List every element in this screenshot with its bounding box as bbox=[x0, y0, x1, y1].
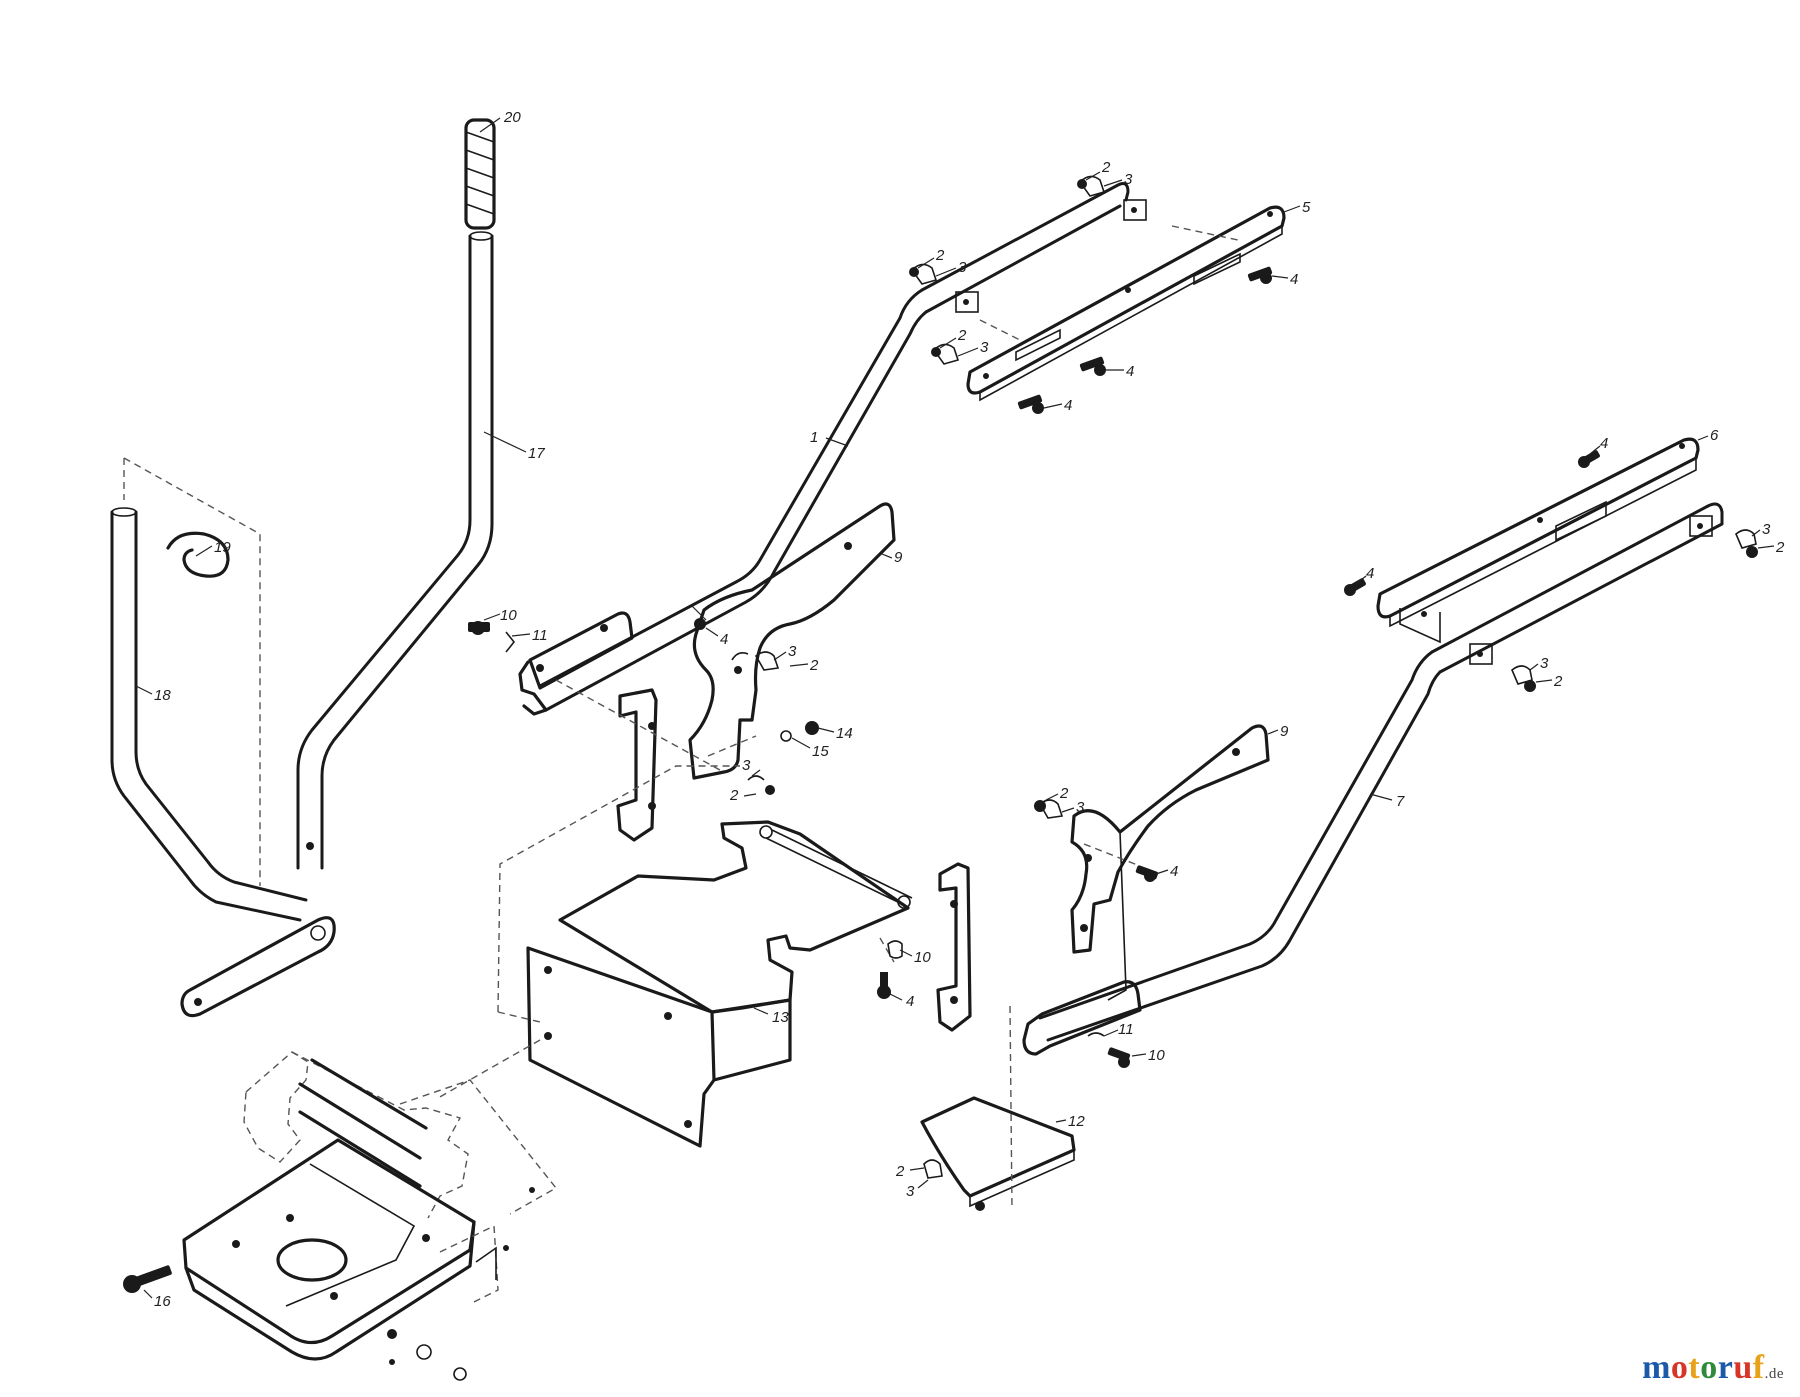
callout-2-f: 2 bbox=[1775, 539, 1785, 556]
part-1-frame-rail bbox=[518, 182, 1130, 716]
callout-17: 17 bbox=[528, 445, 545, 462]
part-20-grip bbox=[464, 118, 496, 230]
callout-3-a: 3 bbox=[1124, 171, 1133, 188]
callout-2-b: 2 bbox=[935, 247, 945, 264]
callout-18: 18 bbox=[154, 687, 171, 704]
callout-6: 6 bbox=[1710, 427, 1719, 444]
part-17-lever-rod bbox=[296, 231, 494, 870]
callout-10-c: 10 bbox=[1148, 1047, 1165, 1064]
callout-9-a: 9 bbox=[894, 549, 903, 566]
callout-4-d: 4 bbox=[720, 631, 728, 648]
callout-2-i: 2 bbox=[895, 1163, 905, 1180]
callout-13: 13 bbox=[772, 1009, 789, 1026]
fasteners bbox=[123, 175, 1758, 1381]
callout-4-b: 4 bbox=[1126, 363, 1134, 380]
callout-11-a: 11 bbox=[532, 627, 548, 644]
part-9-side-plate-right bbox=[936, 724, 1270, 1032]
callout-7: 7 bbox=[1396, 793, 1405, 810]
part-6-cross-bracket bbox=[1376, 437, 1700, 644]
callout-3-c: 3 bbox=[980, 339, 989, 356]
part-12-small-plate bbox=[920, 1096, 1076, 1208]
callout-16: 16 bbox=[154, 1293, 171, 1310]
callout-2-c: 2 bbox=[957, 327, 967, 344]
callout-10-b: 10 bbox=[914, 949, 931, 966]
callout-4-e: 4 bbox=[1600, 435, 1608, 452]
callout-2-d: 2 bbox=[809, 657, 819, 674]
callout-3-b: 3 bbox=[958, 259, 967, 276]
callout-2-e: 2 bbox=[729, 787, 739, 804]
callout-3-i: 3 bbox=[906, 1183, 915, 1200]
callout-5: 5 bbox=[1302, 199, 1311, 216]
callout-11-b: 11 bbox=[1118, 1021, 1134, 1038]
logo-wordmark: motoruf bbox=[1642, 1349, 1765, 1386]
callout-3-f: 3 bbox=[1762, 521, 1771, 538]
callout-4-h: 4 bbox=[906, 993, 914, 1010]
callout-2-h: 2 bbox=[1059, 785, 1069, 802]
callout-9-b: 9 bbox=[1280, 723, 1289, 740]
logo-letter: m bbox=[1642, 1349, 1671, 1386]
callout-1: 1 bbox=[810, 429, 818, 446]
callout-20: 20 bbox=[503, 109, 521, 126]
callout-3-g: 3 bbox=[1540, 655, 1549, 672]
callout-4-c: 4 bbox=[1064, 397, 1072, 414]
logo-letter: o bbox=[1670, 1349, 1689, 1386]
callouts: 20 17 18 19 1 5 2 3 2 3 2 3 4 4 4 9 10 bbox=[135, 109, 1785, 1310]
part-19-clip bbox=[166, 531, 230, 578]
callout-10-a: 10 bbox=[500, 607, 517, 624]
mounting-bracket-assembly bbox=[182, 1051, 558, 1361]
logo-letter: f bbox=[1752, 1349, 1765, 1386]
logo-tld: .de bbox=[1764, 1366, 1784, 1382]
logo-letter: o bbox=[1700, 1349, 1718, 1386]
callout-3-h: 3 bbox=[1076, 799, 1085, 816]
callout-19: 19 bbox=[214, 539, 231, 556]
part-5-cross-bracket bbox=[955, 199, 1286, 402]
logo-letter: t bbox=[1688, 1349, 1701, 1386]
callout-15: 15 bbox=[812, 743, 829, 760]
logo-letter: r bbox=[1717, 1349, 1734, 1386]
callout-12: 12 bbox=[1068, 1113, 1085, 1130]
callout-3-d: 3 bbox=[788, 643, 797, 660]
callout-2-g: 2 bbox=[1553, 673, 1563, 690]
callout-3-e: 3 bbox=[742, 757, 751, 774]
callout-2-a: 2 bbox=[1101, 159, 1111, 176]
part-9-side-plate-left bbox=[616, 502, 896, 842]
callout-14: 14 bbox=[836, 725, 853, 742]
alignment-lines bbox=[123, 225, 1239, 1211]
callout-4-f: 4 bbox=[1366, 565, 1374, 582]
part-13-base-plate bbox=[526, 820, 913, 1148]
callout-4-g: 4 bbox=[1170, 863, 1178, 880]
callout-4-a: 4 bbox=[1290, 271, 1298, 288]
part-18-bent-rod bbox=[110, 507, 336, 1018]
motoruf-logo: motoruf.de bbox=[1642, 1349, 1784, 1387]
logo-letter: u bbox=[1733, 1349, 1753, 1386]
part-7-frame-rail bbox=[1022, 502, 1724, 1056]
